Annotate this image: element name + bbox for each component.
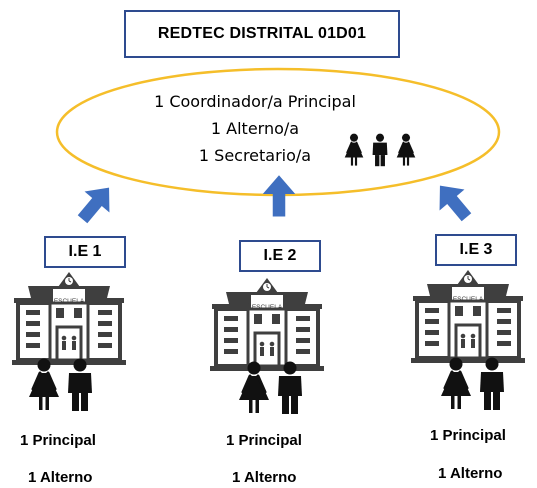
network-title: REDTEC DISTRITAL 01D01 — [124, 10, 400, 58]
ie3-principal: 1 Principal — [430, 427, 506, 444]
ie1-label: I.E 1 — [44, 236, 126, 268]
ie2-alterno: 1 Alterno — [232, 469, 297, 486]
ie2-label: I.E 2 — [239, 240, 321, 272]
ie2-principal: 1 Principal — [226, 432, 302, 449]
school-building-icon-ie2 — [208, 276, 326, 373]
man-icon — [480, 357, 504, 410]
ie3-label: I.E 3 — [435, 234, 517, 266]
school-sign-ie1: ESCUELA — [54, 298, 85, 305]
school-building-icon-ie1 — [10, 270, 128, 367]
arrow-up-ie1 — [70, 177, 122, 230]
ie1-alterno: 1 Alterno — [28, 469, 93, 486]
role-secretario: 1 Secretario/a — [198, 146, 312, 165]
woman-icon — [439, 356, 473, 411]
arrow-up-ie3 — [427, 175, 479, 228]
school-building-icon-ie3 — [409, 268, 527, 365]
role-alterno: 1 Alterno/a — [210, 119, 300, 138]
woman-icon — [27, 357, 61, 412]
woman-icon — [395, 132, 417, 167]
school-sign-ie2: ESCUELA — [252, 304, 283, 311]
ie1-principal: 1 Principal — [20, 432, 96, 449]
ie3-alterno: 1 Alterno — [438, 465, 503, 482]
school-sign-ie3: ESCUELA — [453, 296, 484, 303]
network-roles: 1 Coordinador/a Principal 1 Alterno/a 1 … — [120, 88, 390, 169]
role-coordinador: 1 Coordinador/a Principal — [154, 92, 356, 111]
man-icon — [68, 358, 92, 411]
